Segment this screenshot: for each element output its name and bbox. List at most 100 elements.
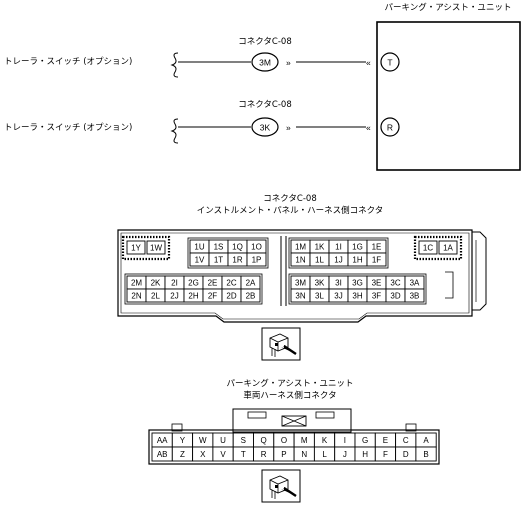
unit-terminal-label: T: [387, 58, 392, 68]
unit-label: パーキング・アシスト・ユニット: [385, 2, 512, 13]
pin-label: 3N: [295, 292, 305, 301]
connector-pin-circle: [251, 117, 279, 137]
c08-subtitle: インストルメント・パネル・ハーネス側コネクタ: [197, 205, 384, 216]
connector-arrow-male: »: [286, 58, 291, 68]
pin-label: 3H: [352, 292, 362, 301]
pin-label: 1Q: [232, 243, 243, 252]
pin-label: I: [344, 436, 346, 445]
pin-label: 3B: [410, 292, 420, 301]
pin-block-outline: [187, 237, 269, 269]
connector-label-1: コネクタC-08: [238, 37, 291, 47]
pin-label: AA: [157, 436, 168, 445]
unit-terminal-label: R: [387, 123, 393, 133]
c08-pin: [418, 240, 438, 255]
c08-housing-inner: [120, 232, 470, 320]
pin-label: 1V: [195, 256, 205, 265]
pin-label: 2A: [246, 279, 256, 288]
pin-block-outline: [124, 273, 263, 305]
pin-label: 3K: [315, 279, 325, 288]
pin-label: D: [403, 450, 409, 459]
pin-label: 2L: [151, 292, 160, 301]
pin-label: AB: [157, 450, 168, 459]
c08-housing: [117, 229, 473, 323]
unit-connector-title: パーキング・アシスト・ユニット: [227, 378, 354, 389]
pin-cell: [246, 252, 267, 267]
unit-connector-subtitle: 車両ハーネス側コネクタ: [243, 390, 336, 401]
connector-pin-circle: [251, 52, 279, 72]
pin-label: 2N: [131, 292, 141, 301]
pin-block-outline: [288, 273, 427, 305]
pin-label: 2I: [171, 279, 178, 288]
connector-view-icon: [261, 469, 301, 503]
pin-label: N: [301, 450, 307, 459]
pin-label: 3F: [372, 292, 381, 301]
pin-label: 3D: [390, 292, 400, 301]
pin-label: 2D: [226, 292, 236, 301]
connector-arrow-female: «: [366, 58, 371, 68]
pin-label: 2H: [188, 292, 198, 301]
pin-label: T: [241, 450, 246, 459]
pin-label: P: [281, 450, 286, 459]
pin-label: 1F: [372, 256, 381, 265]
pin-label: 2K: [151, 279, 161, 288]
unit-terminal-circle: [380, 52, 400, 72]
pin-label: 3G: [352, 279, 363, 288]
pin-label: 1S: [214, 243, 224, 252]
pin-label: B: [423, 450, 428, 459]
pin-label: X: [200, 450, 206, 459]
pin-label: 1I: [335, 243, 342, 252]
pin-label: F: [383, 450, 388, 459]
c08-pin-label: 1Y: [131, 244, 141, 253]
pin-label: L: [322, 450, 327, 459]
connector-pin-label: 3K: [260, 123, 271, 133]
pin-cell: [366, 252, 387, 267]
pin-label: K: [322, 436, 328, 445]
c08-pin: [126, 240, 146, 255]
pin-label: Y: [180, 436, 186, 445]
connector-label-2: コネクタC-08: [238, 100, 291, 110]
pin-label: S: [241, 436, 246, 445]
c08-latch: [472, 231, 487, 311]
pin-label: 1P: [252, 256, 262, 265]
c08-pin: [146, 240, 166, 255]
pin-label: 1J: [334, 256, 342, 265]
wire-break-mark: [170, 52, 179, 78]
c08-pin-label: 1W: [150, 244, 162, 253]
pin-label: 3E: [372, 279, 382, 288]
c08-title: コネクタC-08: [263, 194, 316, 204]
pin-label: 3A: [410, 279, 420, 288]
pin-label: R: [261, 450, 267, 459]
trailer-switch-label-1: トレーラ・スイッチ (オプション): [4, 57, 132, 67]
pin-label: G: [362, 436, 368, 445]
pin-label: 1G: [352, 243, 363, 252]
pin-label: 2C: [226, 279, 236, 288]
pin-label: 1K: [315, 243, 325, 252]
connector-view-icon: [261, 327, 301, 361]
pin-label: 3M: [295, 279, 306, 288]
c08-pin-label: 1C: [423, 244, 433, 253]
pin-label: W: [199, 436, 207, 445]
trailer-switch-label-2: トレーラ・スイッチ (オプション): [4, 123, 132, 133]
pin-label: 1H: [352, 256, 362, 265]
pin-label: V: [220, 450, 226, 459]
pin-label: A: [423, 436, 429, 445]
pin-label: E: [383, 436, 388, 445]
pin-label: 3J: [334, 292, 342, 301]
pin-label: 1E: [372, 243, 382, 252]
pin-label: 1N: [295, 256, 305, 265]
pin-label: 2J: [170, 292, 178, 301]
pin-block-outline: [288, 237, 389, 269]
pin-label: U: [220, 436, 226, 445]
pin-label: J: [343, 450, 347, 459]
c08-pin-label: 1A: [443, 244, 453, 253]
c08-pin: [438, 240, 458, 255]
pin-label: 1L: [315, 256, 324, 265]
unit-terminal-circle: [380, 117, 400, 137]
pin-label: 1T: [214, 256, 223, 265]
pin-label: C: [403, 436, 409, 445]
pin-label: 3I: [335, 279, 342, 288]
pin-label: 2G: [188, 279, 199, 288]
